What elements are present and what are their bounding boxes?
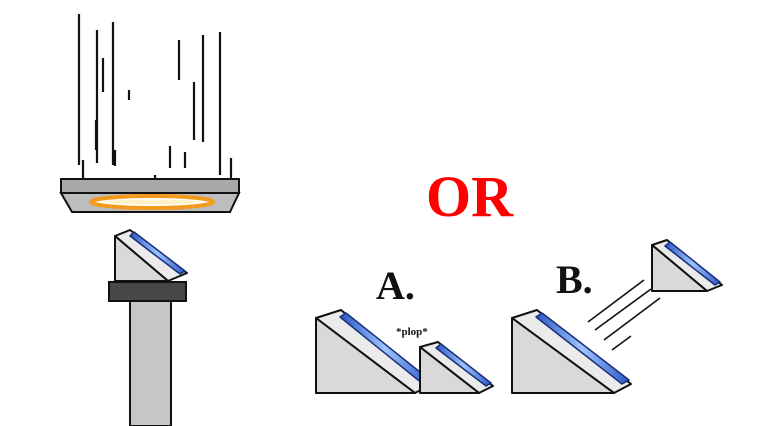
pedestal-prism: [114, 229, 188, 282]
falling-rain-lines-icon: [77, 14, 233, 181]
option-b-big-prism: [511, 309, 632, 394]
pedestal: [108, 281, 187, 426]
motion-lines-icon: [587, 279, 661, 351]
portal-plate: [59, 178, 241, 213]
option-a-small-prism: [419, 341, 494, 394]
option-a-label: A.: [376, 263, 415, 308]
option-b-label: B.: [556, 257, 593, 302]
plop-sound-label: *plop*: [396, 326, 428, 338]
option-a-big-prism: [315, 309, 433, 394]
option-b-flying-prism: [651, 239, 723, 292]
or-label: OR: [426, 164, 513, 229]
